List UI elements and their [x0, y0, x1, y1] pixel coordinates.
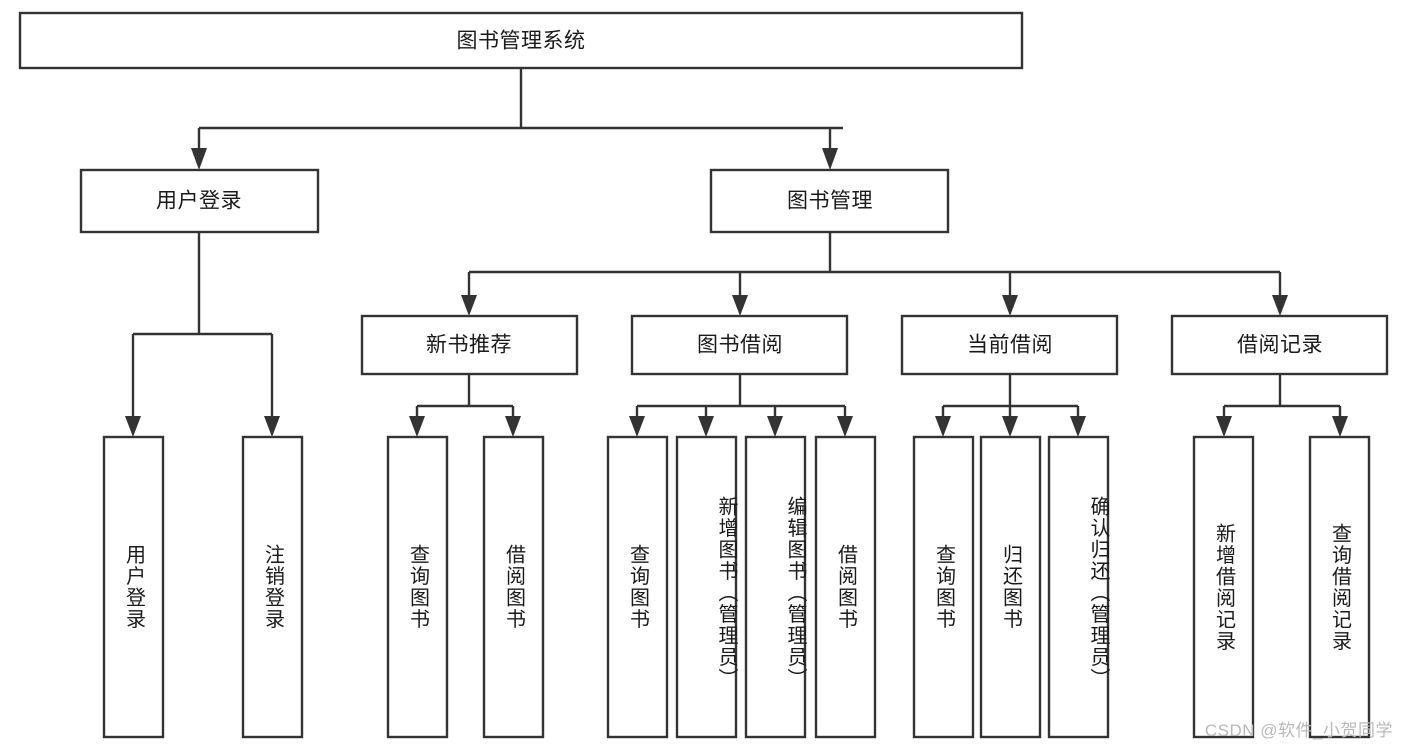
leaf-box-query-book-3[interactable]	[912, 435, 975, 739]
node-borrow-record-label: 借阅记录	[1237, 334, 1323, 357]
node-current-borrow[interactable]: 当前借阅	[900, 314, 1119, 376]
node-book-borrow[interactable]: 图书借阅	[630, 314, 849, 376]
leaf-box-return-book[interactable]	[979, 435, 1042, 739]
leaf-box-user-login[interactable]	[102, 435, 165, 739]
node-book-management[interactable]: 图书管理	[709, 168, 950, 234]
node-borrow-record[interactable]: 借阅记录	[1170, 314, 1389, 376]
leaf-box-borrow-book-1[interactable]	[482, 435, 545, 739]
leaf-box-logout-login[interactable]	[241, 435, 304, 739]
connector-book-management-to-level3	[461, 232, 1288, 316]
node-user-login-label: 用户登录	[156, 190, 242, 213]
node-book-management-label: 图书管理	[787, 190, 873, 213]
watermark-text: CSDN @软件_小贺同学	[1204, 721, 1393, 740]
connector-book-borrow-to-leaves	[629, 374, 853, 437]
leaf-box-query-book-1[interactable]	[386, 435, 449, 739]
node-root-label: 图书管理系统	[457, 30, 586, 53]
leaf-boxes	[102, 435, 1371, 739]
connector-current-borrow-to-leaves	[935, 374, 1086, 437]
leaf-box-confirm-return[interactable]	[1047, 435, 1110, 739]
node-root[interactable]: 图书管理系统	[18, 11, 1024, 70]
connector-user-login-to-leaves	[125, 232, 280, 437]
node-book-borrow-label: 图书借阅	[697, 334, 783, 357]
connector-new-book-recommend-to-leaves	[409, 374, 521, 437]
leaf-box-add-book[interactable]	[675, 435, 738, 739]
connector-borrow-record-to-leaves	[1216, 374, 1348, 437]
leaf-box-borrow-book-2[interactable]	[814, 435, 877, 739]
node-user-login[interactable]: 用户登录	[79, 168, 320, 234]
node-new-book-recommend-label: 新书推荐	[426, 334, 512, 357]
leaf-box-query-book-2[interactable]	[606, 435, 669, 739]
leaf-box-add-record[interactable]	[1192, 435, 1255, 739]
connector-root-to-level2	[191, 68, 843, 170]
node-current-borrow-label: 当前借阅	[967, 334, 1053, 357]
leaf-box-query-record[interactable]	[1308, 435, 1371, 739]
node-new-book-recommend[interactable]: 新书推荐	[360, 314, 579, 376]
leaf-box-edit-book[interactable]	[744, 435, 807, 739]
